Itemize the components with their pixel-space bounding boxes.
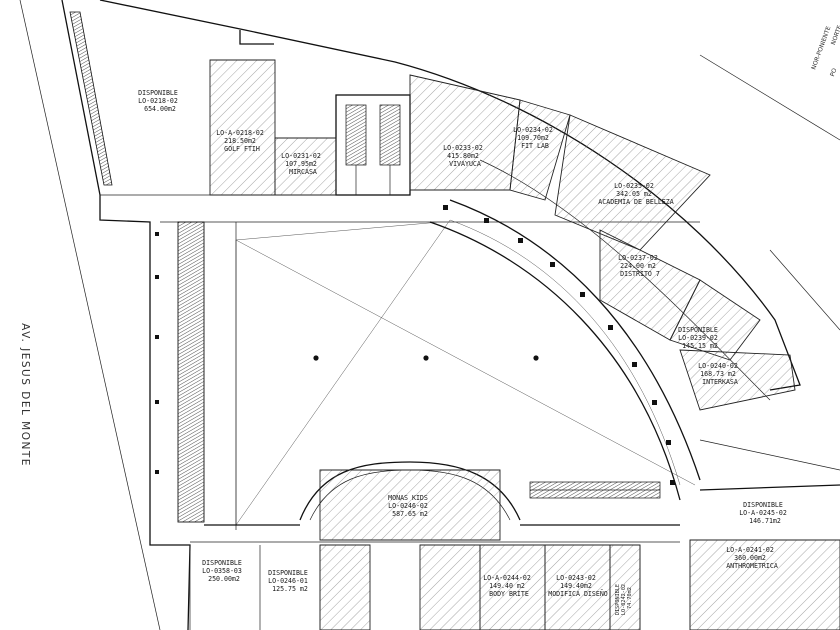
site-boundary <box>19 0 840 630</box>
unit-label-u17: LO-A-0241-02 360.00m2 ANTHROMETRICA <box>726 546 778 570</box>
corner-labels: NOR-PONIENTE NORTE PO <box>810 24 840 77</box>
unit-label-u15: DISPONIBLE LO-0242-02 74.70m2 <box>615 581 633 615</box>
unit-label-u12: DISPONIBLE LO-0246-01 125.75 m2 <box>268 569 312 593</box>
column-strip <box>177 221 205 523</box>
corner-label-0: NOR-PONIENTE <box>810 25 832 70</box>
unit-label-u3: LO-0231-02 107.95m2 MIRCASA <box>281 152 325 176</box>
unit-label-u1: DISPONIBLE LO-0218-02 654.00m2 <box>138 89 182 113</box>
lower-escalator <box>529 481 661 499</box>
unit-label-u7: LO-0237-02 224.00 m2 DISTRITO 7 <box>618 254 662 278</box>
unit-label-u5: LO-0234-02 109.70m2 FIT LAB <box>513 126 557 150</box>
corner-label-2: PO <box>829 67 839 77</box>
lower-storefront-dividers <box>189 484 840 630</box>
unit-label-u4: LO-0233-02 415.80m2 VIVAYUCA <box>443 144 487 168</box>
street-label: AV. JESUS DEL MONTE <box>19 323 31 467</box>
unit-label-u15-group: DISPONIBLE LO-0242-02 74.70m2 <box>615 581 633 615</box>
unit-label-u11: DISPONIBLE LO-0358-03 250.00m2 <box>202 559 246 583</box>
columns <box>155 205 675 485</box>
unit-label-u14: LO-0243-02 149.40m2 MODIFICA DISEÑO <box>548 574 608 598</box>
escalator-core <box>335 94 411 196</box>
unit-label-u6: LO-0235-02 342.05 m2 ACADEMIA DE BELLEZA <box>598 182 673 206</box>
unit-label-u10: MONAS KIDS LO-0246-02 587.65 m2 <box>388 494 432 518</box>
perimeter-wall-strip <box>69 11 113 186</box>
corner-label-1: NORTE <box>830 24 840 46</box>
unit-shapes <box>209 59 840 630</box>
unit-label-u16: DISPONIBLE LO-A-0245-02 146.71m2 <box>739 501 791 525</box>
unit-label-u9: LO-0240-02 168.73 m2 INTERKASA <box>698 362 742 386</box>
unit-label-u2: LO-A-0218-02 218.50m2 GOLF FTIH <box>216 129 268 153</box>
unit-label-u13: LO-A-0244-02 149.40 m2 BODY BRITE <box>483 574 535 598</box>
unit-labels: DISPONIBLE LO-0218-02 654.00m2 LO-A-0218… <box>138 89 791 615</box>
street-label-group: AV. JESUS DEL MONTE <box>19 323 31 467</box>
unit-label-u8: DISPONIBLE LO-0239-02 145.15 m2 <box>678 326 722 350</box>
